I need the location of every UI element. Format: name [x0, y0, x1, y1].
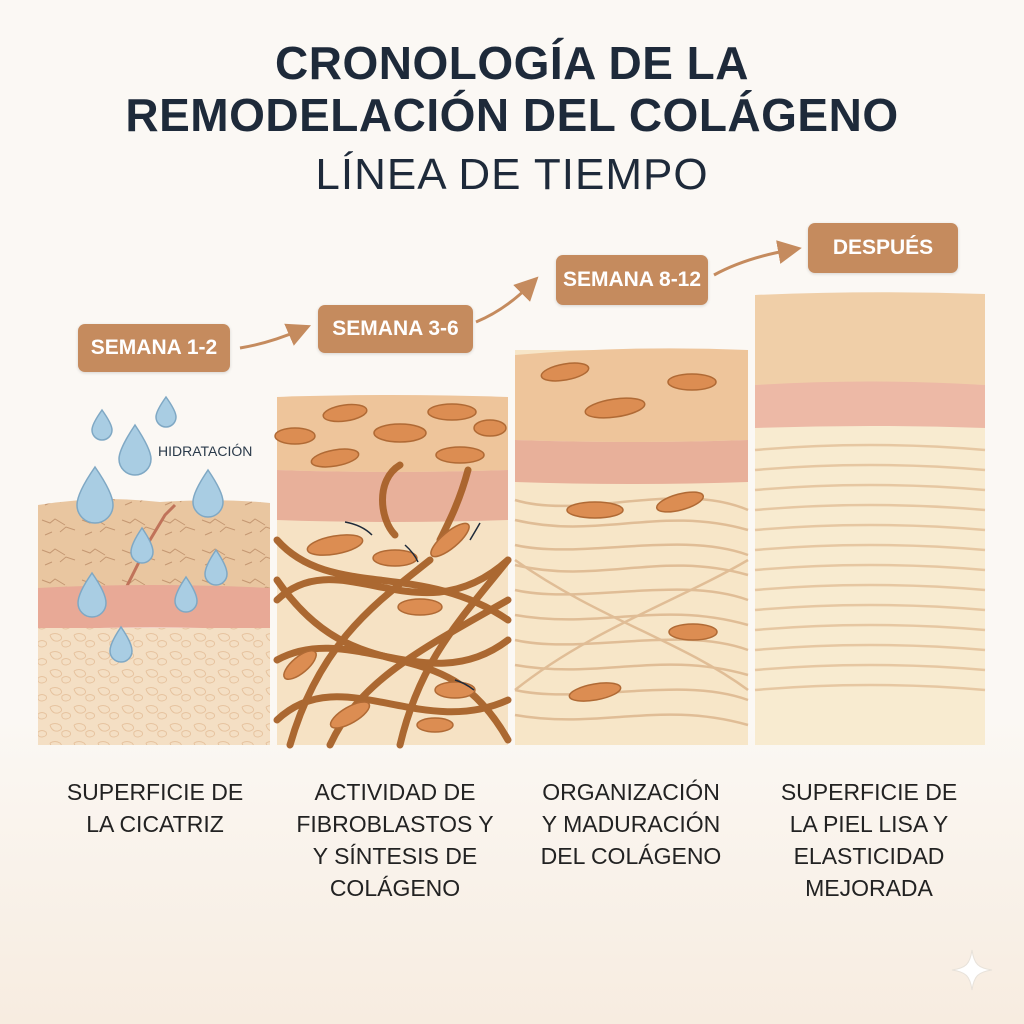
caption-line: FIBROBLASTOS Y: [296, 811, 494, 837]
caption-collagen-organization: ORGANIZACIÓN Y MADURACIÓN DEL COLÁGENO: [516, 776, 746, 872]
caption-fibroblast-activity: ACTIVIDAD DE FIBROBLASTOS Y Y SÍNTESIS D…: [280, 776, 510, 904]
panel-smooth-skin: [754, 292, 986, 745]
badge-despues: DESPUÉS: [808, 223, 958, 273]
caption-line: ORGANIZACIÓN: [542, 779, 720, 805]
caption-line: SUPERFICIE DE: [780, 779, 958, 805]
badge-semana-1-2: SEMANA 1-2: [78, 324, 230, 372]
caption-line: ELASTICIDAD: [793, 843, 945, 869]
badge-semana-8-12: SEMANA 8-12: [556, 255, 708, 305]
panel-fibroblast-activity: [273, 395, 512, 749]
caption-scar-surface: SUPERFICIE DE LA CICATRIZ: [40, 776, 270, 840]
panel-collagen-organization: [514, 348, 749, 745]
caption-line: MEJORADA: [805, 875, 933, 901]
sparkle-icon: [951, 949, 993, 991]
caption-line: Y SÍNTESIS DE: [312, 843, 478, 869]
timeline-arrows: [239, 240, 802, 350]
water-drops: [76, 395, 228, 663]
caption-line: SUPERFICIE DE: [66, 779, 244, 805]
hydration-label: HIDRATACIÓN: [158, 443, 253, 459]
caption-line: LA PIEL LISA Y: [789, 811, 949, 837]
caption-line: DEL COLÁGENO: [540, 843, 722, 869]
panel-scar-surface: [38, 499, 270, 745]
title-line-1: CRONOLOGÍA DE LA: [275, 37, 749, 89]
badge-semana-3-6: SEMANA 3-6: [318, 305, 473, 353]
caption-line: LA CICATRIZ: [86, 811, 224, 837]
subtitle: LÍNEA DE TIEMPO: [315, 150, 709, 199]
caption-line: ACTIVIDAD DE: [314, 779, 476, 805]
caption-smooth-skin: SUPERFICIE DE LA PIEL LISA Y ELASTICIDAD…: [754, 776, 984, 904]
caption-line: Y MADURACIÓN: [541, 811, 721, 837]
title-line-2: REMODELACIÓN DEL COLÁGENO: [125, 89, 899, 141]
caption-line: COLÁGENO: [329, 875, 461, 901]
